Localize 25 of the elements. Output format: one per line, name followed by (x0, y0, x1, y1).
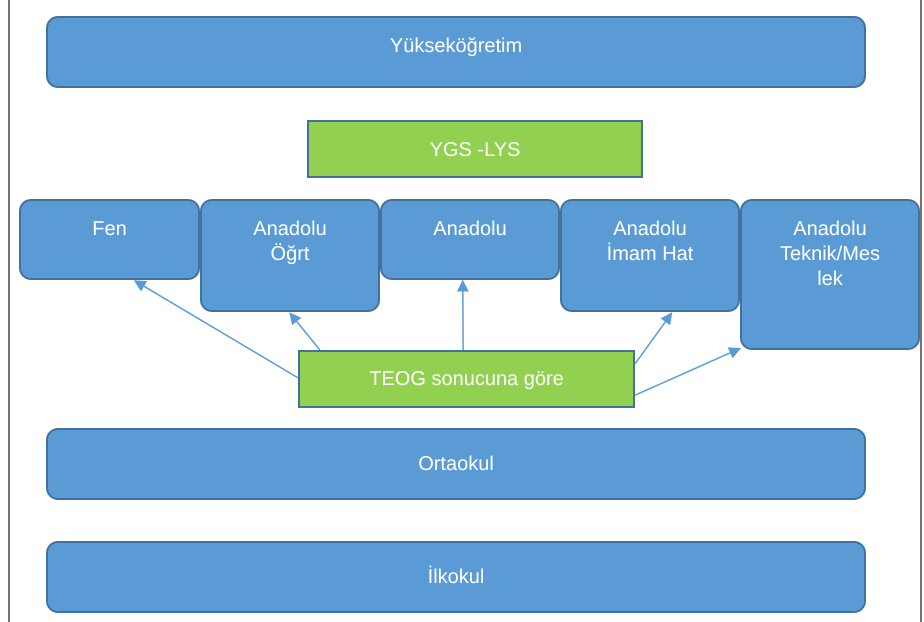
school-level-box (46, 541, 866, 613)
arrow (134, 280, 298, 378)
school-level-box (560, 199, 740, 312)
box-label: Yükseköğretim (390, 34, 522, 59)
school-level-box (200, 199, 380, 312)
box-label: Anadolu Öğrt (252, 217, 328, 267)
exam-box (307, 120, 643, 178)
arrow (634, 312, 672, 364)
box-label: Fen (92, 217, 127, 242)
school-level-box (380, 199, 560, 280)
school-level-box (19, 199, 200, 280)
arrow (289, 312, 320, 350)
school-level-box (46, 16, 866, 88)
exam-box (298, 350, 635, 408)
box-label: Anadolu İmam Hat (606, 217, 694, 267)
school-level-box (740, 199, 920, 350)
arrow (456, 280, 469, 350)
box-label: YGS -LYS (430, 138, 520, 163)
arrow (634, 347, 742, 396)
box-label: TEOG sonucuna göre (369, 366, 564, 392)
box-label: Anadolu (433, 217, 507, 242)
box-label: Anadolu Teknik/Mes lek (778, 217, 882, 292)
school-level-box (46, 428, 866, 500)
box-label: Ortaokul (418, 452, 494, 476)
box-label: İlkokul (428, 564, 484, 590)
